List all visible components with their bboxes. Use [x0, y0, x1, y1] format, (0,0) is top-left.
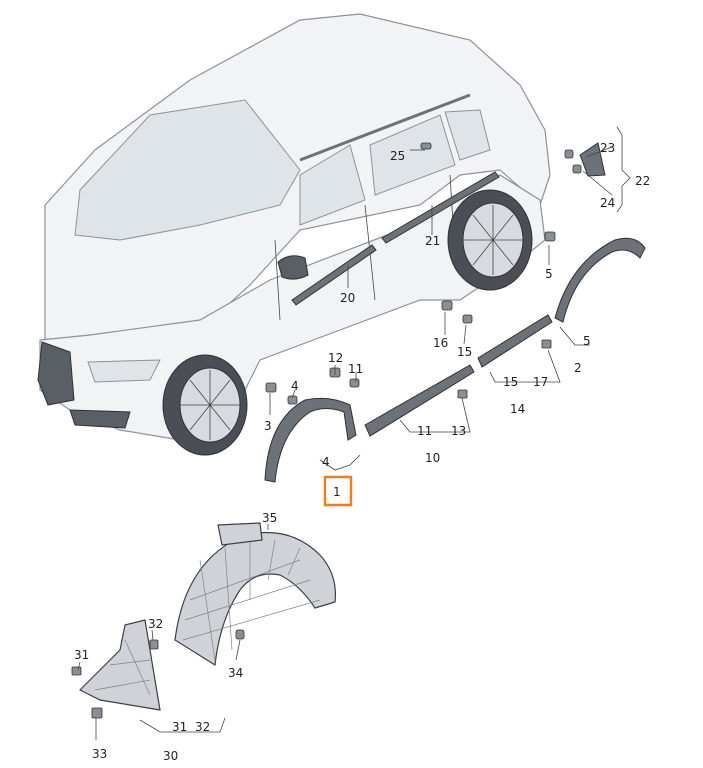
label-17: 17 [533, 375, 548, 389]
label-24: 24 [600, 196, 615, 210]
label-12: 12 [328, 351, 343, 365]
label-23: 23 [600, 141, 615, 155]
label-16: 16 [433, 336, 448, 350]
label-4-upper: 4 [291, 379, 299, 393]
label-3: 3 [264, 419, 272, 433]
rear-wheel [447, 189, 533, 291]
label-31-upper: 31 [74, 648, 89, 662]
label-13: 13 [451, 424, 466, 438]
side-window-rear [369, 114, 456, 196]
side-window-front [299, 144, 366, 226]
wheel-housing-liner [174, 522, 337, 667]
label-2: 2 [574, 361, 582, 375]
label-21: 21 [425, 234, 440, 248]
front-wheel [162, 354, 248, 456]
door-molding-front [291, 244, 377, 306]
sill-trim-front [364, 364, 475, 437]
clips [71, 142, 582, 719]
windshield [74, 99, 301, 241]
bumper-bracket [78, 619, 161, 711]
label-11-upper: 11 [348, 362, 363, 376]
wheel-arch-trim-front [264, 397, 357, 483]
leader-lines [77, 126, 631, 740]
label-34: 34 [228, 666, 243, 680]
label-5-upper: 5 [545, 267, 553, 281]
door-molding-rear [381, 171, 500, 244]
label-15-upper: 15 [457, 345, 472, 359]
label-35: 35 [262, 511, 277, 525]
label-11-lower: 11 [417, 424, 432, 438]
highlight-box [323, 475, 353, 507]
wheel-arch-trim-rear [554, 237, 646, 323]
sill-trim-rear [477, 314, 553, 368]
label-20: 20 [340, 291, 355, 305]
label-32-upper: 32 [148, 617, 163, 631]
part-labels: 25 23 22 24 21 20 5 5 2 16 15 15 17 14 1… [74, 141, 650, 763]
label-15-lower: 15 [503, 375, 518, 389]
label-10: 10 [425, 451, 440, 465]
label-32-lower: 32 [195, 720, 210, 734]
fog-light [69, 409, 131, 429]
label-1: 1 [333, 485, 341, 499]
label-22: 22 [635, 174, 650, 188]
mirror-triangle-trim [579, 142, 606, 177]
label-4-lower: 4 [322, 455, 330, 469]
headlight [87, 359, 161, 383]
car-body [37, 13, 551, 456]
label-30: 30 [163, 749, 178, 763]
label-14: 14 [510, 402, 525, 416]
label-33: 33 [92, 747, 107, 761]
label-5-lower: 5 [583, 334, 591, 348]
side-window-quarter [444, 109, 491, 161]
mirror [277, 255, 309, 280]
grille [37, 341, 75, 406]
label-31-lower: 31 [172, 720, 187, 734]
label-25: 25 [390, 149, 405, 163]
